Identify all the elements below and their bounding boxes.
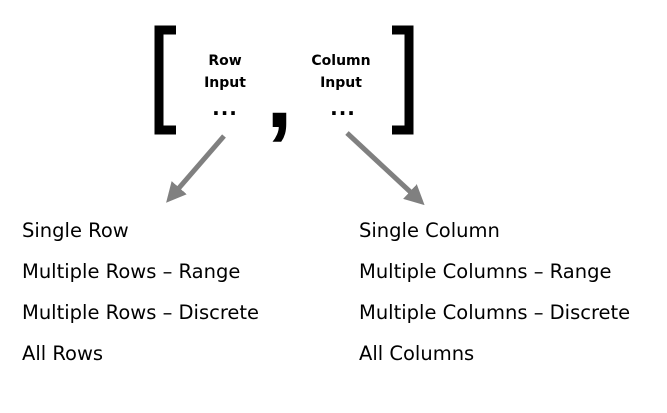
column-input-line1: Column [311, 53, 371, 69]
row-input-label: Row Input [180, 50, 270, 94]
column-option: Multiple Columns – Range [359, 260, 612, 283]
row-input-ellipsis: ... [212, 96, 238, 120]
column-input-ellipsis: ... [330, 96, 356, 120]
row-option: All Rows [22, 342, 104, 365]
column-option: Single Column [359, 219, 500, 242]
column-input-label: Column Input [296, 50, 386, 94]
column-options-list: Single Column Multiple Columns – Range M… [359, 215, 630, 379]
row-option: Multiple Rows – Range [22, 260, 241, 283]
row-arrow [166, 134, 226, 203]
column-option: Multiple Columns – Discrete [359, 301, 631, 324]
column-option: All Columns [359, 342, 475, 365]
row-option: Multiple Rows – Discrete [22, 301, 260, 324]
row-input-line2: Input [204, 75, 246, 91]
row-options-list: Single Row Multiple Rows – Range Multipl… [22, 215, 259, 379]
row-input-line1: Row [208, 53, 242, 69]
row-option: Single Row [22, 219, 129, 242]
right-bracket [392, 25, 414, 135]
left-bracket [154, 25, 176, 135]
column-input-line2: Input [320, 75, 362, 91]
comma-separator: , [266, 41, 293, 148]
column-arrow [345, 131, 425, 206]
